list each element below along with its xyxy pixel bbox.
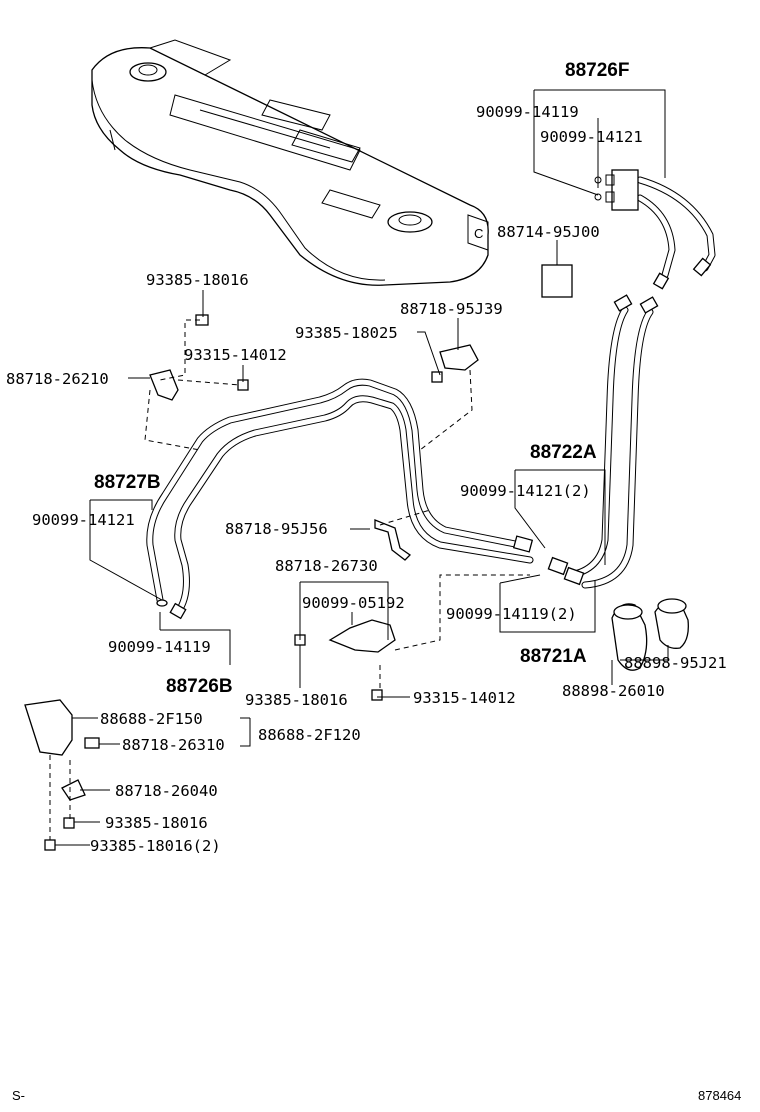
part-labels: 88726F 90099-14119 90099-14121 88714-95J… (6, 60, 727, 855)
footer-left: S- (12, 1088, 25, 1103)
label-88718-26730: 88718-26730 (275, 557, 378, 575)
clamps (24, 314, 479, 851)
footer-code: 878464 (698, 1088, 741, 1103)
label-88898-95J21: 88898-95J21 (624, 654, 727, 672)
label-88714-95J00: 88714-95J00 (497, 223, 600, 241)
label-88688-2F150: 88688-2F150 (100, 710, 203, 728)
pad-part (541, 264, 573, 298)
label-93385-18025: 93385-18025 (295, 324, 398, 342)
label-88726B: 88726B (166, 676, 233, 697)
label-93385-18016-c: 93385-18016 (105, 814, 208, 832)
fuel-tank: C (91, 39, 489, 286)
label-88718-95J39: 88718-95J39 (400, 300, 503, 318)
label-93385-18016-2: 93385-18016(2) (90, 837, 221, 855)
label-90099-14121-top: 90099-14121 (540, 128, 643, 146)
connector-block (594, 169, 639, 211)
label-90099-14119-left: 90099-14119 (108, 638, 211, 656)
label-88718-26040: 88718-26040 (115, 782, 218, 800)
label-90099-14121-left: 90099-14121 (32, 511, 135, 529)
label-90099-14119-2: 90099-14119(2) (446, 605, 577, 623)
label-90099-05192: 90099-05192 (302, 594, 405, 612)
label-88688-2F120: 88688-2F120 (258, 726, 361, 744)
label-88721A: 88721A (520, 646, 587, 667)
label-93385-18016-b: 93385-18016 (245, 691, 348, 709)
label-88726F: 88726F (565, 60, 629, 81)
label-88722A: 88722A (530, 442, 597, 463)
label-88898-26010: 88898-26010 (562, 682, 665, 700)
grommets (611, 598, 689, 671)
label-88718-26210: 88718-26210 (6, 370, 109, 388)
label-93315-14012-b: 93315-14012 (413, 689, 516, 707)
leader-lines (49, 89, 669, 846)
label-88718-95J56: 88718-95J56 (225, 520, 328, 538)
label-90099-14119-top: 90099-14119 (476, 103, 579, 121)
tank-mark: C (474, 226, 483, 241)
label-88727B: 88727B (94, 472, 161, 493)
label-90099-14121-2: 90099-14121(2) (460, 482, 591, 500)
label-93385-18016-a: 93385-18016 (146, 271, 249, 289)
tube-assembly (146, 176, 716, 620)
label-93315-14012-a: 93315-14012 (184, 346, 287, 364)
label-88718-26310: 88718-26310 (122, 736, 225, 754)
